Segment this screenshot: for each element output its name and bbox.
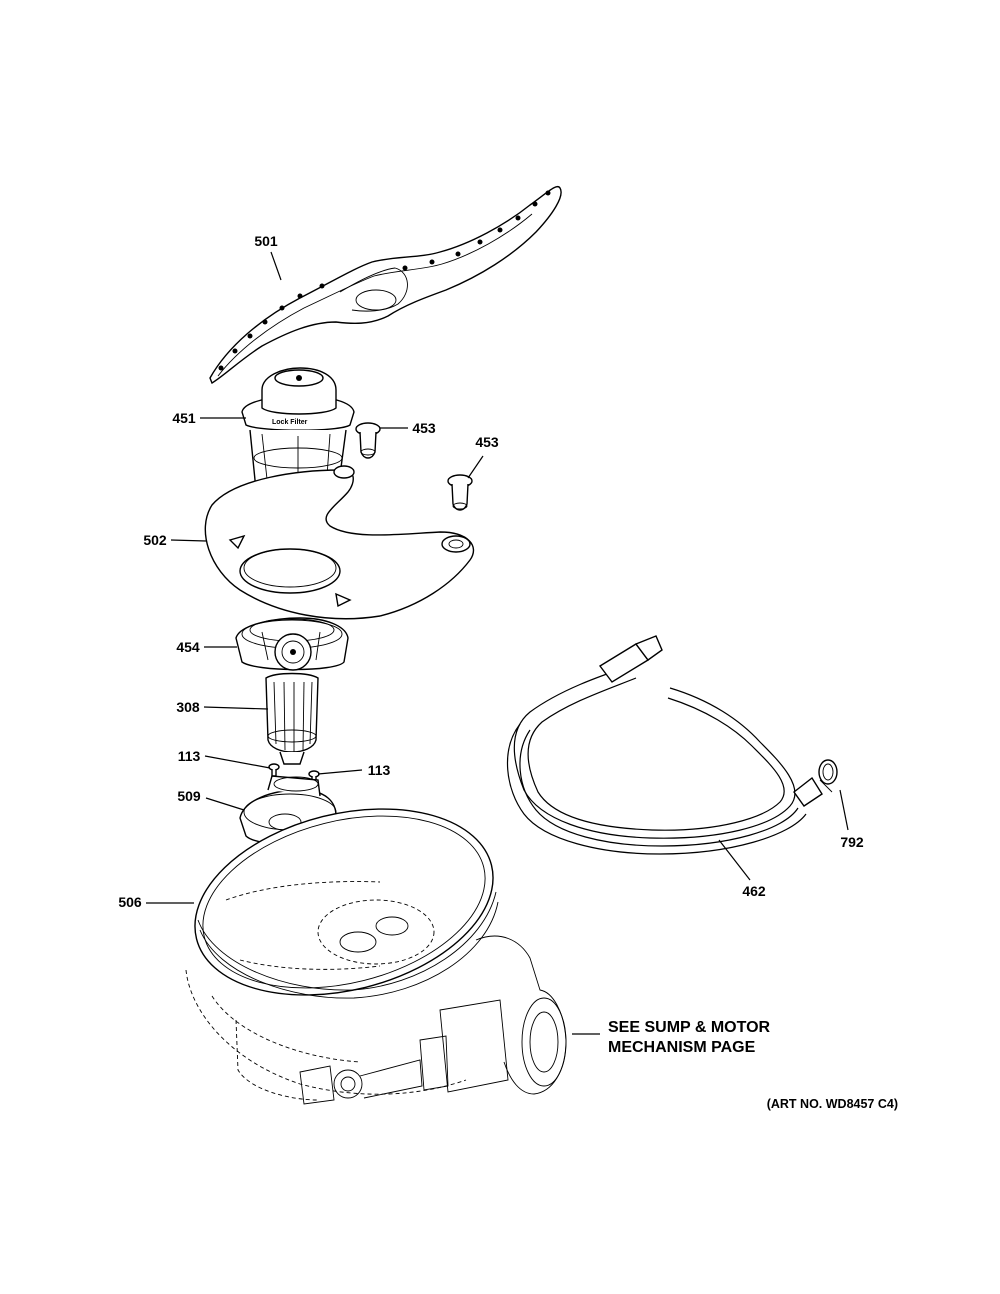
callout-113-b: 113 bbox=[368, 762, 391, 778]
drain-hose-drawing bbox=[506, 635, 823, 855]
spray-arm-drawing bbox=[209, 186, 562, 385]
callout-113-a: 113 bbox=[178, 748, 201, 764]
filter-cylinder-drawing bbox=[265, 672, 319, 765]
callout-501: 501 bbox=[254, 233, 278, 249]
callout-453-b: 453 bbox=[475, 434, 499, 450]
gasket-drawing bbox=[194, 808, 499, 999]
callout-451: 451 bbox=[172, 410, 196, 426]
filter-retainer-drawing bbox=[235, 617, 349, 671]
callout-454: 454 bbox=[176, 639, 200, 655]
sump-motor-note: SEE SUMP & MOTOR MECHANISM PAGE bbox=[608, 1019, 771, 1056]
callout-308: 308 bbox=[176, 699, 200, 715]
hose-clamp-drawing bbox=[818, 759, 838, 793]
callout-502: 502 bbox=[143, 532, 167, 548]
screw-a-drawing bbox=[268, 763, 280, 777]
filter-knob-text: Lock Filter bbox=[272, 419, 308, 426]
callout-labels: 501 451 453 453 502 454 308 113 113 509 … bbox=[118, 233, 864, 910]
note-line-2: MECHANISM PAGE bbox=[608, 1039, 756, 1056]
plug-a-drawing bbox=[355, 422, 381, 459]
callout-509: 509 bbox=[177, 788, 201, 804]
plug-b-drawing bbox=[447, 474, 473, 511]
filter-plate-drawing bbox=[204, 465, 475, 620]
note-line-1: SEE SUMP & MOTOR bbox=[608, 1019, 771, 1036]
callout-462: 462 bbox=[742, 883, 766, 899]
callout-506: 506 bbox=[118, 894, 142, 910]
art-number: (ART NO. WD8457 C4) bbox=[767, 1097, 898, 1111]
sump-body-drawing bbox=[185, 881, 567, 1105]
callout-792: 792 bbox=[840, 834, 864, 850]
leader-lines bbox=[146, 251, 849, 1035]
callout-453-a: 453 bbox=[412, 420, 436, 436]
